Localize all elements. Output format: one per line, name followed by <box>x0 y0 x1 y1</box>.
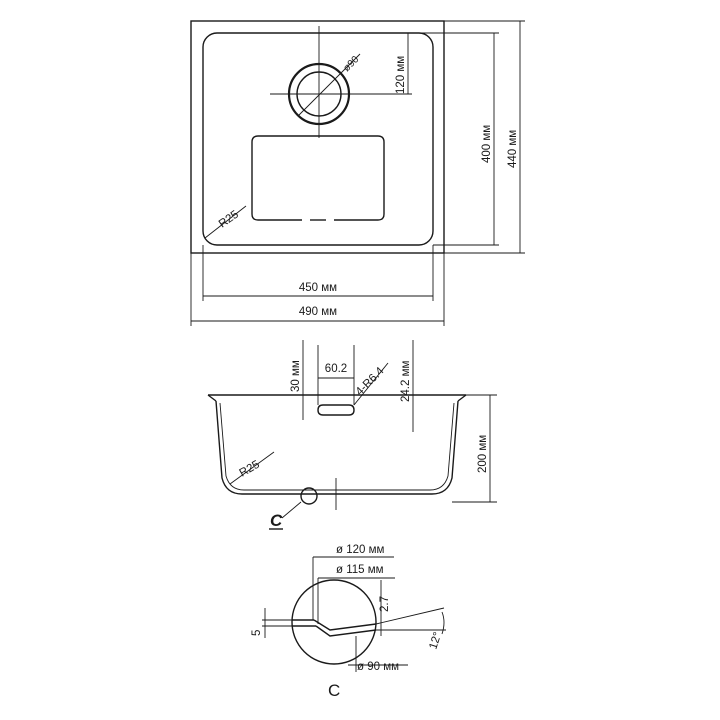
outer-height-label: 440 мм <box>507 130 519 168</box>
detail-view-c: ø 120 мм ø 115 мм 2.7 ø 90 мм 5 12° C <box>251 544 446 700</box>
drain-diameter-leader <box>297 53 361 117</box>
corner-radius-label: R25 <box>217 209 241 231</box>
step-label: 2.7 <box>379 596 391 612</box>
overflow-slot <box>317 404 355 416</box>
drain-diameter-label: ø90 <box>341 54 361 74</box>
angle-leader <box>375 607 445 625</box>
detail-drain-slope <box>313 619 377 631</box>
detail-c-marker <box>300 487 318 505</box>
detail-c-circle <box>291 579 377 665</box>
slot-width-label: 60.2 <box>325 363 347 375</box>
detail-drain-slope-bottom <box>315 625 377 637</box>
thickness-label: 5 <box>251 630 263 636</box>
detail-c-callout: C <box>270 511 283 530</box>
bowl-profile-inner <box>219 402 455 491</box>
bowl-depth-label: 200 мм <box>477 435 489 473</box>
flange-depth-label: 30 мм <box>290 360 302 392</box>
side-radius-leader <box>229 451 275 485</box>
outer-width-label: 490 мм <box>299 306 337 318</box>
slot-radius-leader <box>353 362 389 406</box>
rim-lip-right <box>457 394 467 402</box>
overflow-depth-label: 24.2 мм <box>400 361 412 402</box>
angle-label: 12° <box>427 631 444 651</box>
inner-width-label: 450 мм <box>299 282 337 294</box>
dia-mid-label: ø 115 мм <box>336 564 384 576</box>
dia-outer-label: ø 120 мм <box>336 544 385 556</box>
side-radius-label: R25 <box>238 459 262 480</box>
dia-drain-label: ø 90 мм <box>357 661 399 673</box>
sink-outer-outline <box>190 20 445 254</box>
corner-radius-leader <box>204 205 247 239</box>
slot-radius-label: 4-R6.4 <box>354 365 387 398</box>
detail-c-leader <box>281 501 302 519</box>
drain-offset-label: 120 мм <box>395 56 407 94</box>
detail-title: C <box>328 681 340 700</box>
bowl-floor-panel <box>251 135 385 221</box>
angle-arc <box>441 611 445 635</box>
top-view: ø90 120 мм 400 мм 440 мм R25 450 мм 490 … <box>190 20 525 326</box>
side-view: 60.2 4-R6.4 30 мм 24.2 мм 200 мм R25 C <box>207 340 497 530</box>
sink-bowl-outline <box>202 32 434 246</box>
rim-lip-left <box>207 394 217 402</box>
inner-height-label: 400 мм <box>481 125 493 163</box>
